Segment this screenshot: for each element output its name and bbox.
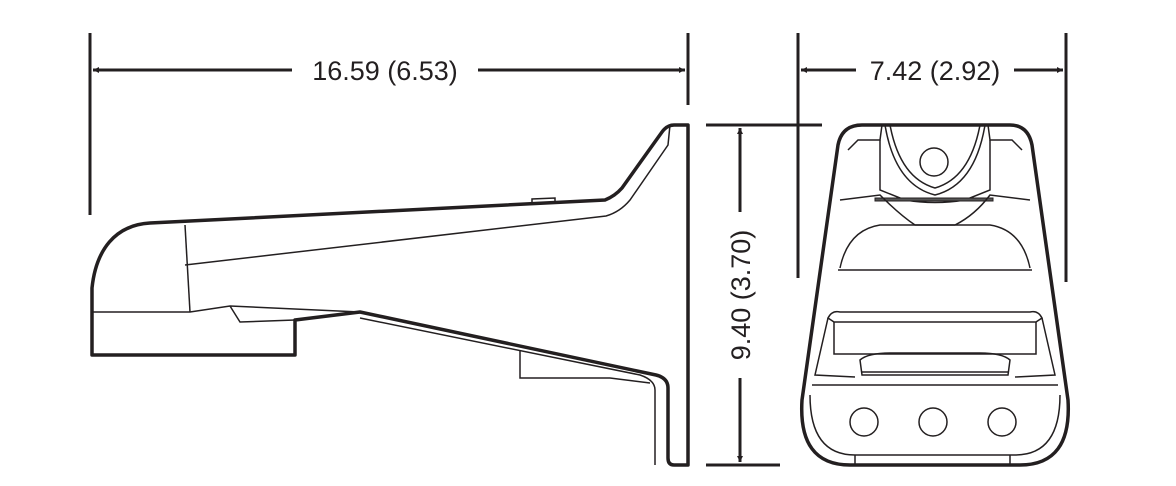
width-dimension: 7.42 (2.92) bbox=[796, 33, 1068, 282]
length-dimension: 16.59 (6.53) bbox=[88, 33, 690, 215]
height-dimension: 9.40 (3.70) bbox=[706, 123, 822, 467]
length-label: 16.59 (6.53) bbox=[312, 56, 458, 86]
side-view bbox=[90, 123, 690, 467]
front-view bbox=[799, 123, 1071, 467]
width-label: 7.42 (2.92) bbox=[870, 56, 1001, 86]
height-label: 9.40 (3.70) bbox=[726, 230, 756, 361]
